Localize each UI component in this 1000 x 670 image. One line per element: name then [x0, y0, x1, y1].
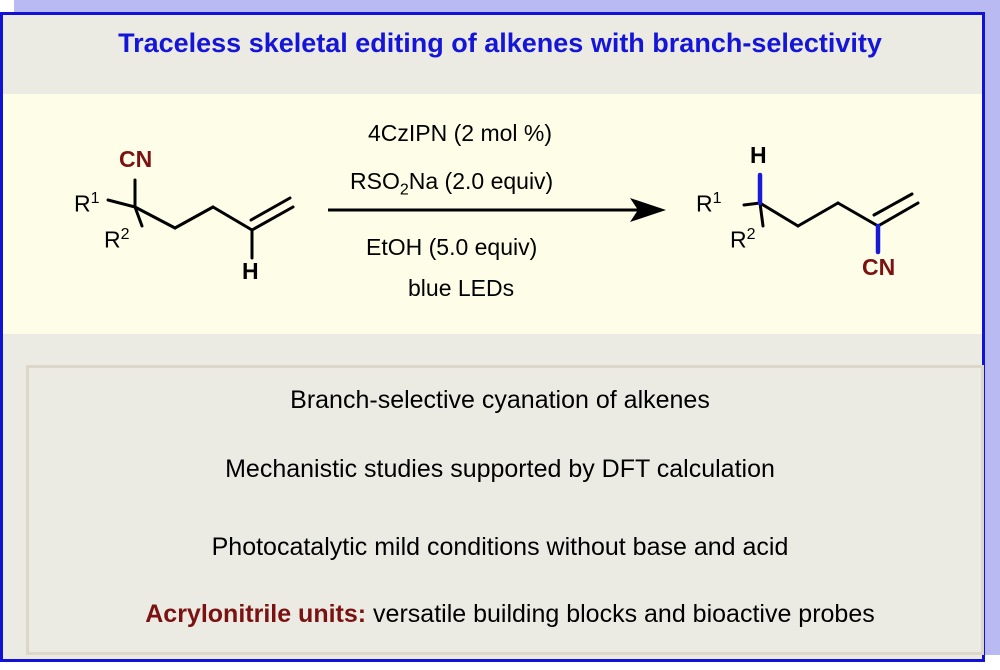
highlight-item-acrylonitrile: Acrylonitrile units: versatile building …	[145, 600, 875, 628]
highlights-box	[26, 365, 984, 655]
light-label: blue LEDs	[408, 275, 515, 301]
reactant-h-label: H	[242, 258, 259, 284]
reaction-arrow	[328, 198, 666, 222]
highlight-item: Mechanistic studies supported by DFT cal…	[225, 455, 775, 483]
reagent-label: RSO2Na (2.0 equiv)	[350, 168, 554, 199]
reactant-r2-label: R2	[104, 226, 130, 253]
additive-label: EtOH (5.0 equiv)	[366, 234, 538, 260]
reactant-cn-label: CN	[119, 146, 153, 172]
reactant-r1-label: R1	[74, 190, 100, 217]
product-r1-label: R1	[696, 190, 722, 217]
product-h-label: H	[750, 142, 767, 168]
highlight-item: Branch-selective cyanation of alkenes	[290, 386, 710, 414]
product-structure	[742, 192, 920, 228]
product-cn-label: CN	[862, 254, 896, 280]
acrylonitrile-emphasis: Acrylonitrile units:	[145, 600, 367, 628]
catalyst-label: 4CzIPN (2 mol %)	[368, 120, 553, 146]
highlight-item: Photocatalytic mild conditions without b…	[211, 533, 789, 561]
product-r2-label: R2	[730, 226, 756, 253]
reaction-scheme	[106, 172, 920, 260]
page-title: Traceless skeletal editing of alkenes wi…	[118, 28, 882, 58]
reactant-structure	[106, 178, 295, 260]
